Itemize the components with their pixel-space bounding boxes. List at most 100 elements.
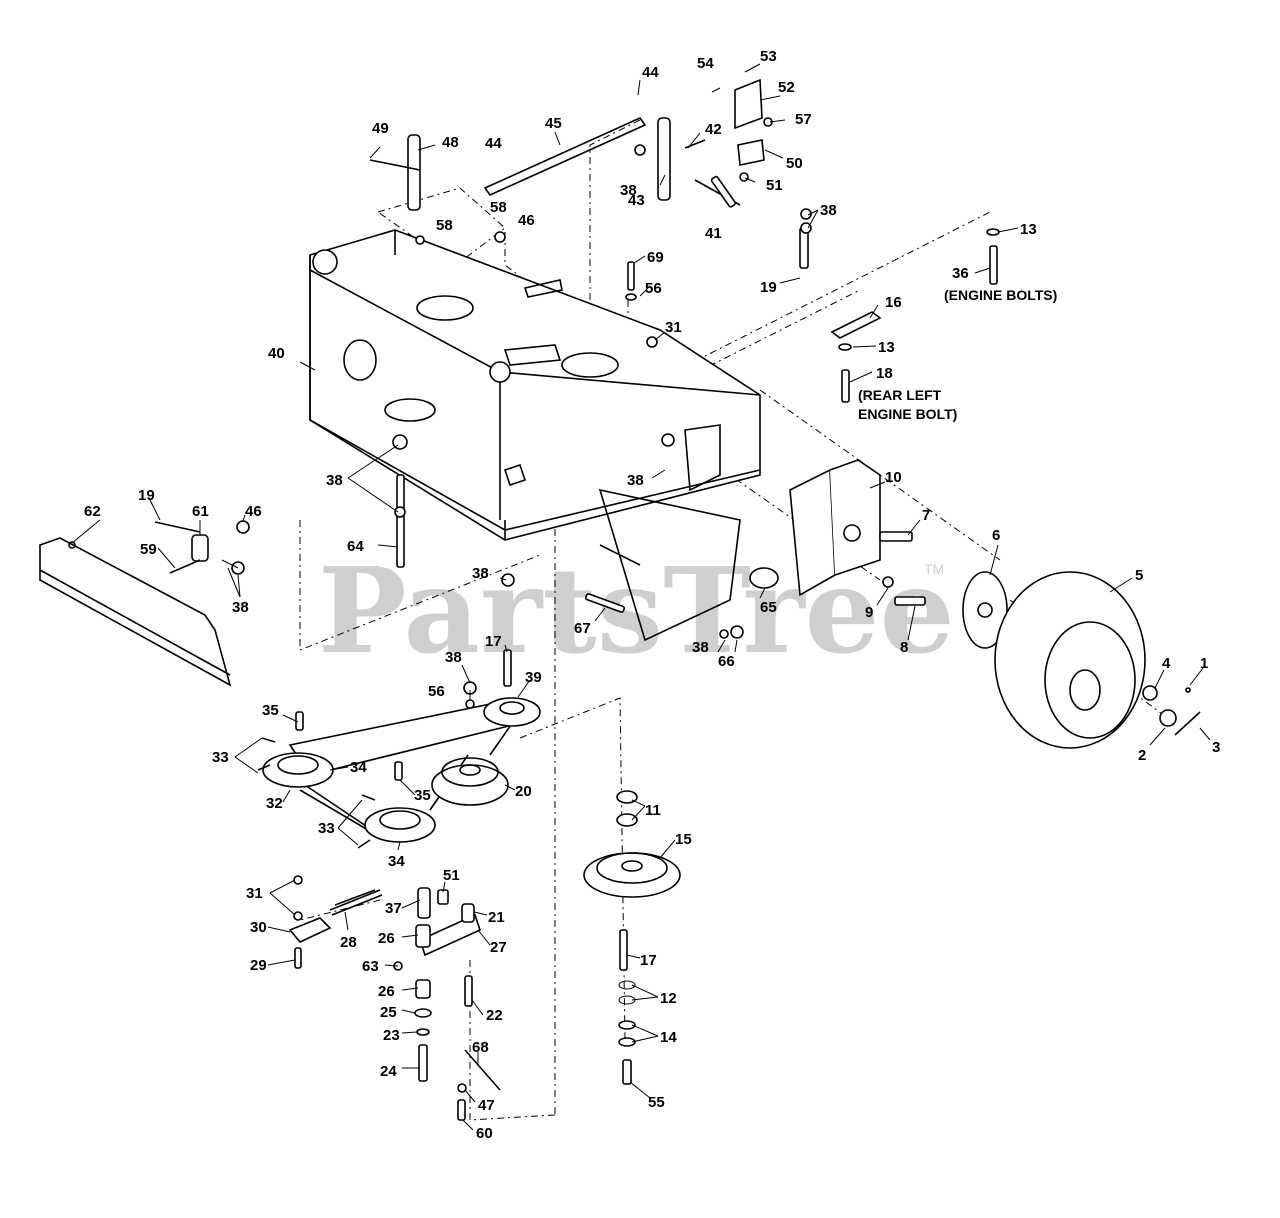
callout-12: 12 <box>660 990 677 1007</box>
callout-32: 32 <box>266 795 283 812</box>
callout-46b: 46 <box>245 503 262 520</box>
callout-6: 6 <box>992 527 1000 544</box>
callout-4: 4 <box>1162 655 1171 672</box>
callout-54: 54 <box>697 55 714 72</box>
callout-64: 64 <box>347 538 364 555</box>
callout-28: 28 <box>340 934 357 951</box>
rear-panel <box>39 537 232 687</box>
callout-40: 40 <box>268 345 285 362</box>
callout-16: 16 <box>885 294 902 311</box>
callout-38f: 38 <box>472 565 489 582</box>
axle-plate <box>584 488 779 642</box>
callout-51a: 51 <box>766 177 783 194</box>
callout-43: 43 <box>628 192 645 209</box>
callout-55: 55 <box>648 1094 665 1111</box>
callout-33a: 33 <box>212 749 229 766</box>
callout-44a: 44 <box>642 64 659 81</box>
callout-13a: 13 <box>1020 221 1037 238</box>
callout-38d: 38 <box>627 472 644 489</box>
callout-27: 27 <box>490 939 507 956</box>
callout-38e: 38 <box>232 599 249 616</box>
callout-50: 50 <box>786 155 803 172</box>
rear-left-note-line1: (REAR LEFT <box>858 387 942 403</box>
callout-38c: 38 <box>326 472 343 489</box>
callout-49: 49 <box>372 120 389 137</box>
callout-42: 42 <box>705 121 722 138</box>
callout-9: 9 <box>865 604 873 621</box>
callout-59: 59 <box>140 541 157 558</box>
callout-35a: 35 <box>262 702 279 719</box>
callout-48: 48 <box>442 134 459 151</box>
callout-46a: 46 <box>518 212 535 229</box>
callout-17a: 17 <box>485 633 502 650</box>
callout-13b: 13 <box>878 339 895 356</box>
rear-left-note-line2: ENGINE BOLT) <box>858 406 957 422</box>
callout-26a: 26 <box>378 930 395 947</box>
callout-65: 65 <box>760 599 777 616</box>
callout-19b: 19 <box>138 487 155 504</box>
engine-bolts-note: (ENGINE BOLTS) <box>944 287 1057 303</box>
callout-68: 68 <box>472 1039 489 1056</box>
wheel-assembly <box>962 571 1201 749</box>
callout-31b: 31 <box>665 319 682 336</box>
callout-52: 52 <box>778 79 795 96</box>
callout-57: 57 <box>795 111 812 128</box>
upper-linkage <box>369 117 741 211</box>
callout-44b: 44 <box>485 135 502 152</box>
callout-2: 2 <box>1138 747 1146 764</box>
callout-33b: 33 <box>318 820 335 837</box>
callout-38a: 38 <box>620 182 637 199</box>
leader-lines <box>71 63 1211 1131</box>
callout-5: 5 <box>1135 567 1143 584</box>
callout-63: 63 <box>362 958 379 975</box>
callout-36: 36 <box>952 265 969 282</box>
idler-assembly <box>288 875 501 1121</box>
callout-37: 37 <box>385 900 402 917</box>
callout-7: 7 <box>922 507 930 524</box>
callout-38b: 38 <box>820 202 837 219</box>
callout-35b: 35 <box>414 787 431 804</box>
callout-58b: 58 <box>490 199 507 216</box>
brackets <box>734 78 773 182</box>
callout-19a: 19 <box>760 279 777 296</box>
notes: (ENGINE BOLTS) (REAR LEFT ENGINE BOLT) <box>858 287 1057 422</box>
callout-10: 10 <box>885 469 902 486</box>
callout-51b: 51 <box>443 867 460 884</box>
callout-18: 18 <box>876 365 893 382</box>
hardware <box>392 175 1000 587</box>
callout-11: 11 <box>645 802 661 819</box>
callout-60: 60 <box>476 1125 493 1142</box>
callout-8: 8 <box>900 639 908 656</box>
callout-1: 1 <box>1200 655 1208 672</box>
callout-47: 47 <box>478 1097 495 1114</box>
callout-23: 23 <box>383 1027 400 1044</box>
callout-24: 24 <box>380 1063 397 1080</box>
chassis-frame <box>309 229 761 541</box>
callout-56a: 56 <box>645 280 662 297</box>
callout-34b: 34 <box>388 853 405 870</box>
callout-26b: 26 <box>378 983 395 1000</box>
callout-31a: 31 <box>246 885 263 902</box>
callout-58a: 58 <box>436 217 453 234</box>
callout-53: 53 <box>760 48 777 65</box>
pulley-stack <box>583 790 681 1085</box>
callout-56b: 56 <box>428 683 445 700</box>
callout-25: 25 <box>380 1004 397 1021</box>
callout-14: 14 <box>660 1029 677 1046</box>
callout-22: 22 <box>486 1007 503 1024</box>
callout-20: 20 <box>515 783 532 800</box>
mount-bracket <box>789 459 926 606</box>
callout-39: 39 <box>525 669 542 686</box>
callouts: 1 2 3 4 5 6 7 8 9 10 11 12 13 13 14 15 1… <box>84 48 1220 1142</box>
callout-15: 15 <box>675 831 692 848</box>
callout-38g: 38 <box>692 639 709 656</box>
callout-21: 21 <box>488 909 505 926</box>
callout-30: 30 <box>250 919 267 936</box>
callout-61: 61 <box>192 503 209 520</box>
callout-67: 67 <box>574 620 591 637</box>
callout-41: 41 <box>705 225 722 242</box>
callout-62: 62 <box>84 503 101 520</box>
callout-66: 66 <box>718 653 735 670</box>
callout-38h: 38 <box>445 649 462 666</box>
